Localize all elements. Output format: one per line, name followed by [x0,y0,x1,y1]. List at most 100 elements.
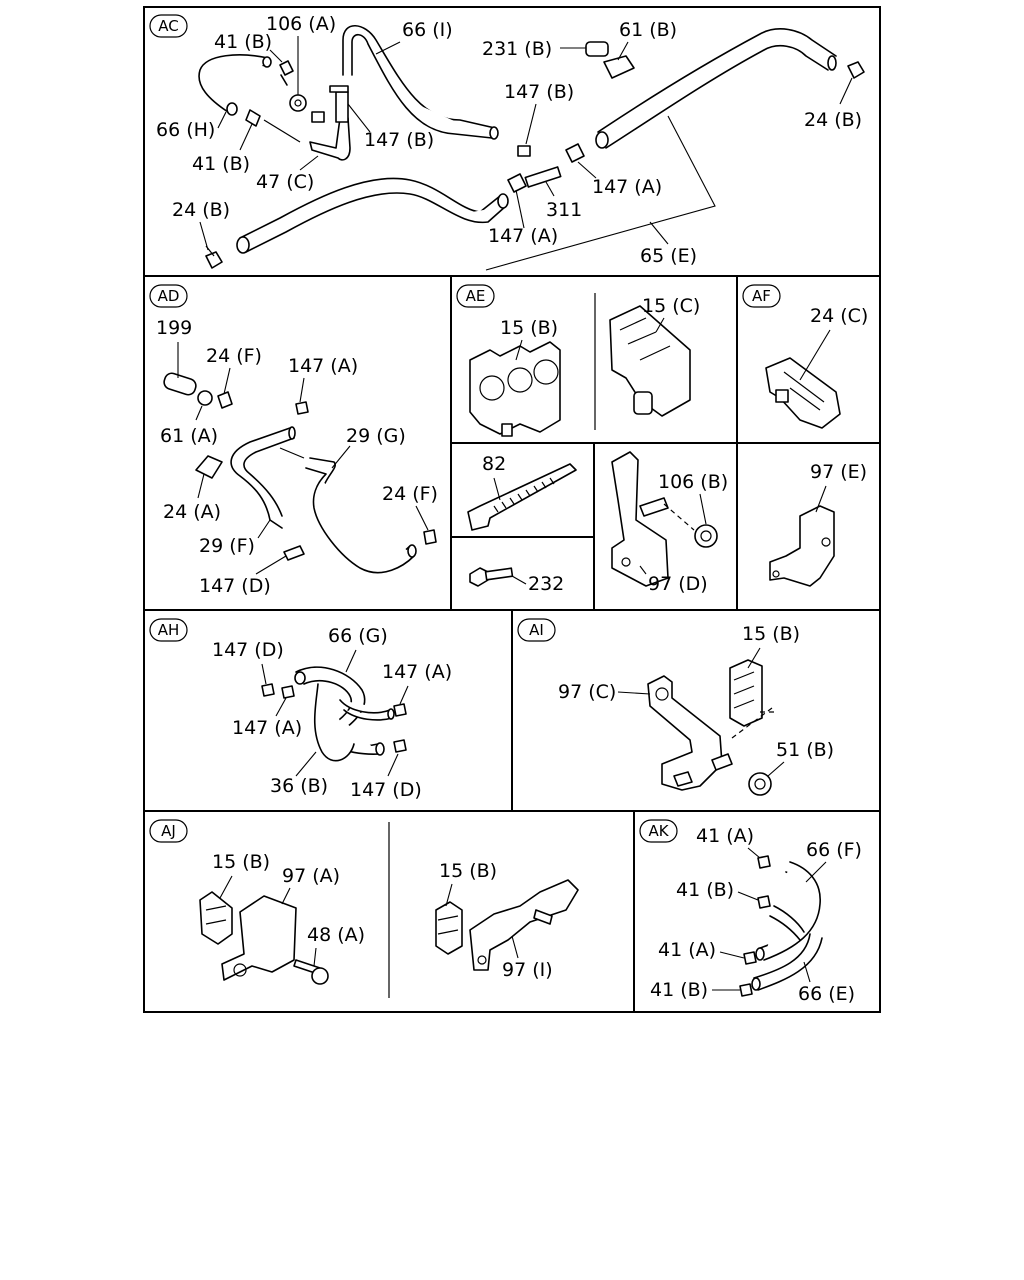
section-tag-ak-text: AK [648,822,669,840]
section-tag-ah-text: AH [158,621,180,639]
label-51b: 51 (B) [776,739,834,761]
clip-15b-ae [469,341,561,435]
label-47c: 47 (C) [256,171,314,193]
clamp-41a-top [757,855,771,869]
sleeve-199 [163,372,197,396]
clamp-24f-right [423,529,437,545]
label-41a-lower: 41 (A) [658,939,716,961]
label-147b-mid: 147 (B) [504,81,574,103]
section-tag-ai-text: AI [529,621,544,639]
panel-bracket-97d-drawing [611,451,718,587]
label-97d: 97 (D) [648,573,708,595]
label-231b: 231 (B) [482,38,552,60]
label-41a-top: 41 (A) [696,825,754,847]
panel-grid [143,6,881,1013]
panel-bracket-97d-labels: 106 (B) 97 (D) [639,471,728,595]
bracket-97i [469,879,579,971]
label-66h: 66 (H) [156,119,215,141]
label-97a: 97 (A) [282,865,340,887]
panel-ai-drawing [647,659,774,796]
clip-15b-aj-right [435,901,463,955]
hose-29g-inner [305,467,415,574]
section-tags: AC AD AE AF AH AI AJ AK [149,14,781,843]
clamp-147a-ad [295,401,309,415]
label-24b-lower: 24 (B) [172,199,230,221]
label-106a: 106 (A) [266,13,336,35]
panel-ak-labels: 41 (A) 66 (F) 41 (B) 41 (A) 41 (B) 66 (E… [650,825,862,1005]
clamp-41b-upper [757,895,771,909]
panel-aj-drawing [199,879,579,985]
panel-ac-labels: 106 (A) 66 (I) 41 (B) 231 (B) 61 (B) 147… [156,13,862,267]
panel-ae-drawing [469,305,691,437]
hose-29f-inner [243,437,295,517]
label-24a: 24 (A) [163,501,221,523]
clamp-147a-right [565,143,585,163]
label-147a-ad: 147 (A) [288,355,358,377]
panel-ad-labels: 199 24 (F) 147 (A) 29 (G) 61 (A) 24 (F) … [156,317,438,597]
panel-ah-labels: 147 (D) 66 (G) 147 (A) 147 (A) 36 (B) 14… [212,625,452,801]
label-41b-lower: 41 (B) [650,979,708,1001]
panel-af-labels: 24 (C) [799,305,868,381]
clip-24a [195,455,223,479]
label-24b-upper: 24 (B) [804,109,862,131]
clamp-147a-right-ah [393,703,407,717]
label-147d-top: 147 (D) [212,639,284,661]
nut-106b [694,524,718,548]
label-97i: 97 (I) [502,959,553,981]
nut-106a [289,94,307,112]
hose-65e-lower-inner [245,192,507,253]
label-147d-ad: 147 (D) [199,575,271,597]
section-tag-ai: AI [517,618,556,642]
panel-bracket-97e-labels: 97 (E) [810,461,867,513]
label-61a: 61 (A) [160,425,218,447]
label-41b-top: 41 (B) [214,31,272,53]
hose-36b [313,683,355,762]
label-65e: 65 (E) [640,245,697,267]
bracket-97e [769,505,835,587]
clamp-147d-bottom [393,739,407,753]
clip-15b-ai [729,659,763,727]
label-147a-right: 147 (A) [592,176,662,198]
clip-24c [765,357,841,429]
hose-66e [753,933,823,991]
hose-66f-inner [763,861,821,961]
section-tag-ae-text: AE [466,287,486,305]
section-tag-ae: AE [456,284,495,308]
section-tag-af: AF [742,284,781,308]
label-15c-ae: 15 (C) [642,295,700,317]
tee-fitting-47c [309,117,351,161]
panel-ad-drawing [163,372,437,574]
label-41b-left: 41 (B) [192,153,250,175]
nut-51b [748,772,772,796]
clip-147b-left [311,111,325,123]
label-82: 82 [482,453,506,475]
label-66i: 66 (I) [402,19,453,41]
label-311: 311 [546,199,582,221]
panel-ai-labels: 15 (B) 97 (C) 51 (B) [558,623,834,777]
connector-311 [524,166,562,188]
label-97c: 97 (C) [558,681,616,703]
clip-15c-ae [609,305,691,417]
label-147d-bottom: 147 (D) [350,779,422,801]
label-147a-left: 147 (A) [488,225,558,247]
panel-ak-drawing [739,855,823,997]
clamp-24b-lower [205,251,223,269]
clamp-24f-top [217,391,233,409]
label-147a-right-ah: 147 (A) [382,661,452,683]
clip-15b-aj-left [199,891,233,945]
label-232: 232 [528,573,564,595]
clip-61a [197,390,213,406]
panel-bracket-97e-drawing [769,505,835,587]
label-15b-aj-right: 15 (B) [439,860,497,882]
clip-147d-ad [283,545,305,561]
hose-66h-outer [198,54,269,113]
clamp-24b-upper [847,61,865,79]
section-tag-ad-text: AD [158,287,180,305]
label-15b-aj-left: 15 (B) [212,851,270,873]
label-41b-upper: 41 (B) [676,879,734,901]
section-tag-aj-text: AJ [161,822,176,840]
label-15b-ai: 15 (B) [742,623,800,645]
panel-tie-drawing [467,463,577,587]
section-tag-ah: AH [149,618,188,642]
